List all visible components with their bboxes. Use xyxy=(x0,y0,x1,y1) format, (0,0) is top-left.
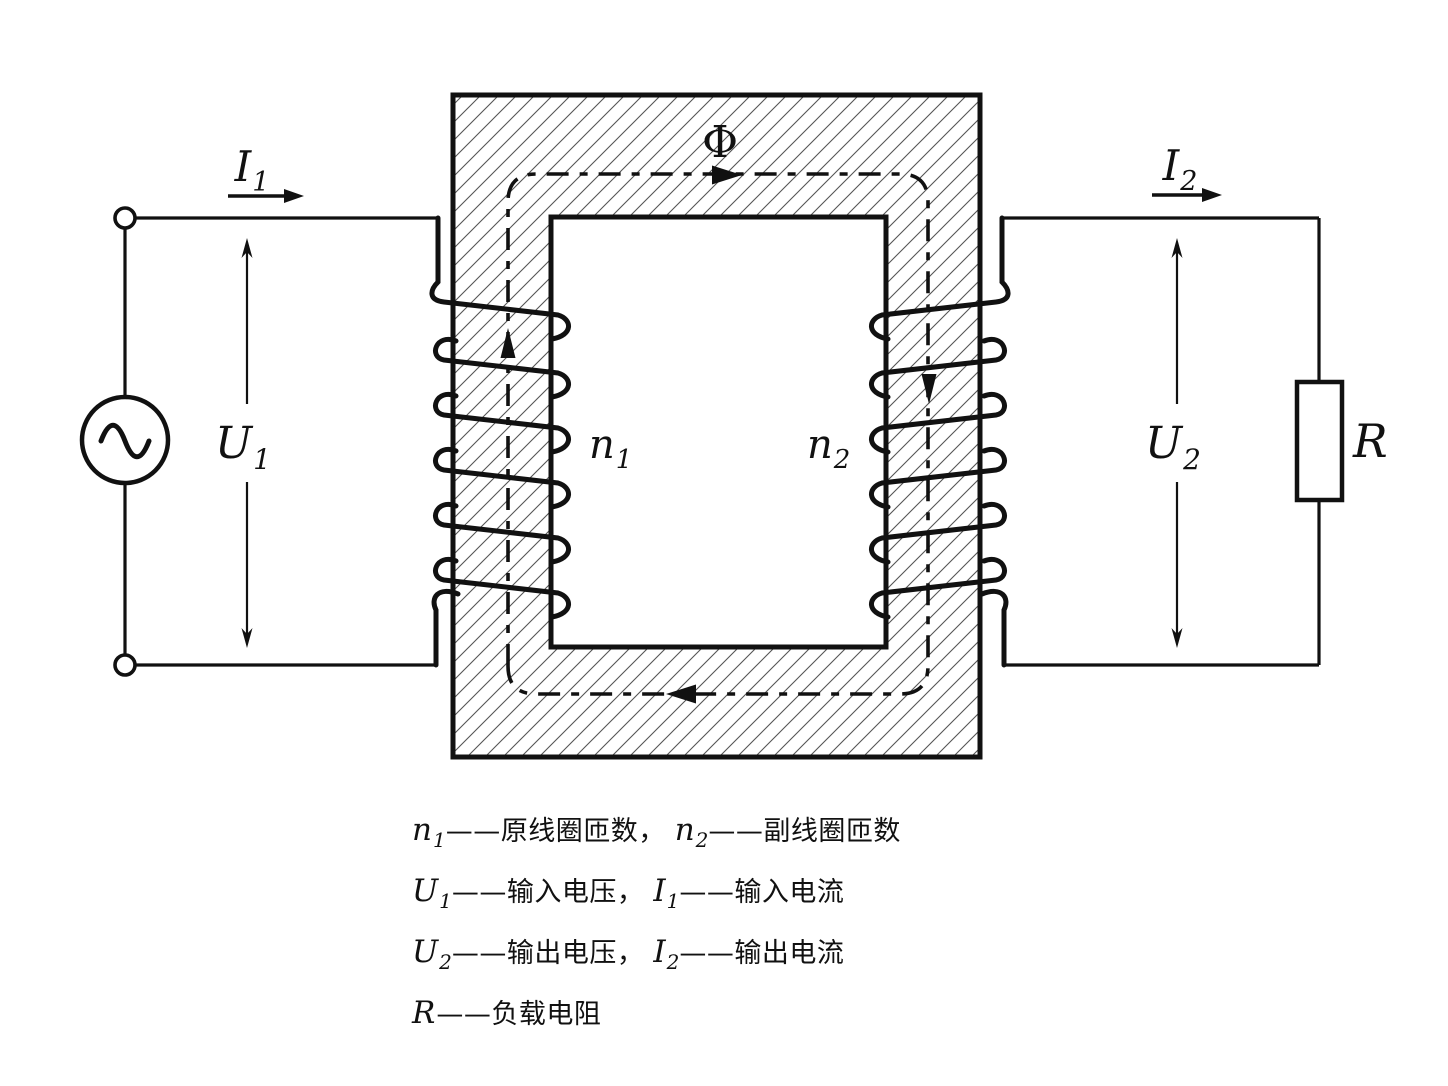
i2-arrow-head-icon xyxy=(1202,188,1222,202)
secondary-coil xyxy=(869,215,1011,668)
load-resistor xyxy=(1294,379,1345,503)
transformer-core xyxy=(450,92,983,760)
core-window xyxy=(548,214,889,650)
flux-arrow-up-icon xyxy=(500,328,516,358)
voltage-arrows xyxy=(241,238,1183,648)
circuit-wires xyxy=(123,216,1321,667)
flux-arrow-down-icon xyxy=(921,374,937,404)
label-i1: I1 xyxy=(234,142,270,198)
ac-source xyxy=(79,206,171,677)
primary-coil xyxy=(429,215,571,668)
label-u2: U2 xyxy=(1145,418,1201,476)
legend-line-output: U2——输出电压，I2——输出电流 xyxy=(412,934,845,974)
label-n2: n2 xyxy=(807,422,850,475)
label-i2: I2 xyxy=(1162,141,1198,197)
legend-line-turns: n1——原线圈匝数，n2——副线圈匝数 xyxy=(412,812,901,852)
terminal-bottom-icon xyxy=(113,653,137,677)
label-u1: U1 xyxy=(215,418,271,476)
legend: n1——原线圈匝数，n2——副线圈匝数 U1——输入电压，I1——输入电流 U2… xyxy=(412,800,901,1044)
label-flux: Φ xyxy=(702,117,738,168)
flux-arrow-right-icon xyxy=(712,165,742,185)
flux-dashed-loop xyxy=(506,172,930,696)
legend-line-input: U1——输入电压，I1——输入电流 xyxy=(412,873,845,913)
terminal-top-icon xyxy=(113,206,137,230)
core-hatching xyxy=(453,95,980,757)
sine-wave-icon xyxy=(98,422,152,460)
i1-arrow-head-icon xyxy=(284,189,304,203)
label-n1: n1 xyxy=(589,422,632,475)
flux-arrow-left-icon xyxy=(666,684,696,704)
label-r: R xyxy=(1352,414,1388,468)
legend-line-load: R——负载电阻 xyxy=(412,995,602,1031)
core-outer-edge xyxy=(450,92,983,760)
current-arrows xyxy=(228,188,1222,203)
flux-path xyxy=(500,165,937,704)
